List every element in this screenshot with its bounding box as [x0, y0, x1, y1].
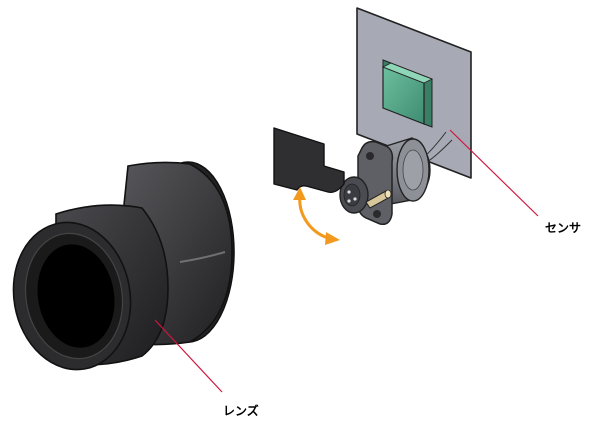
rotation-arrow	[293, 187, 340, 245]
hub-pin	[347, 199, 351, 203]
flange-screw-hole	[366, 152, 374, 160]
motor-hub-inner	[343, 183, 361, 207]
arrow-head-right	[325, 232, 340, 245]
flange-screw-hole	[373, 210, 381, 218]
hub-pin	[347, 190, 351, 194]
hub-pin	[353, 197, 357, 201]
sensor-label: センサ	[545, 221, 582, 235]
lens-highlight	[179, 251, 226, 263]
sensor-leader-line	[449, 129, 539, 217]
motor-end-cap-inner	[402, 149, 424, 191]
motor-shaft-tip	[384, 189, 392, 199]
lens-leader-line	[154, 319, 223, 393]
motor-assembly	[339, 131, 453, 226]
lens-opening	[37, 244, 115, 348]
lens-assembly	[12, 161, 235, 371]
sensor-chip-top	[382, 59, 433, 84]
shutter-blade	[273, 127, 345, 194]
sensor-assembly	[356, 7, 472, 179]
lens-label: レンズ	[223, 404, 259, 418]
arrow-head-up	[293, 187, 306, 200]
